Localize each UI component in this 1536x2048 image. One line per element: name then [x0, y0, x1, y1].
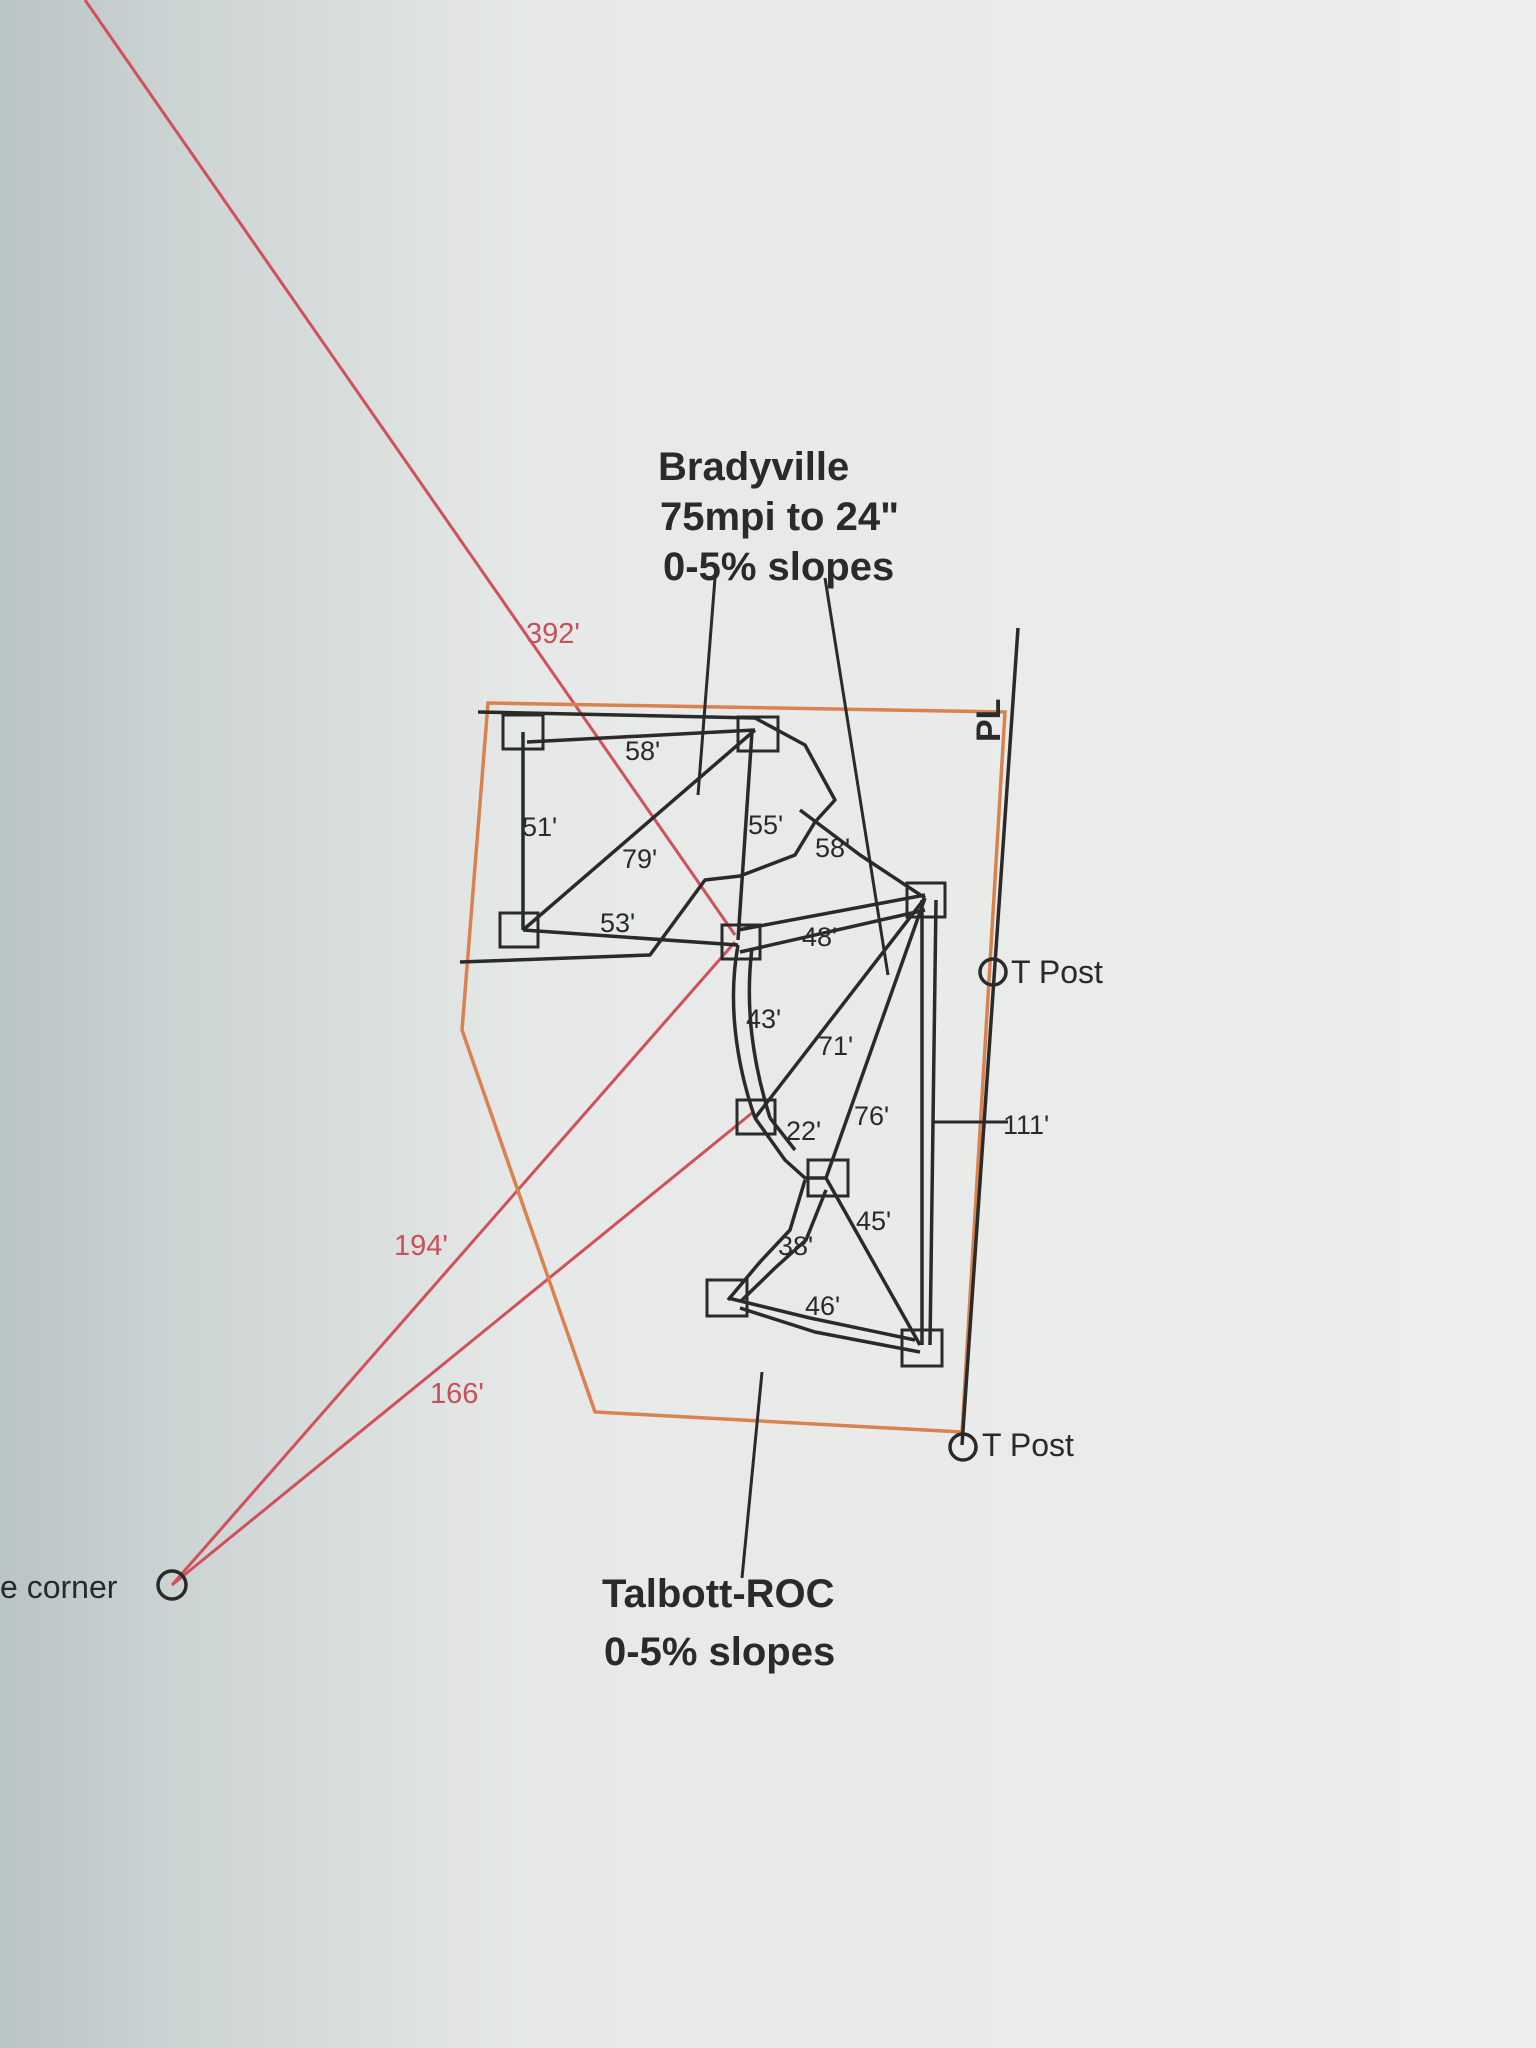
property-line-label: PL — [970, 699, 1008, 742]
dimension-71: 71' — [818, 1031, 853, 1061]
trench-48b — [739, 908, 926, 954]
trench-58-east — [798, 808, 926, 900]
trench-46b — [739, 1306, 921, 1354]
trench-45 — [824, 1177, 922, 1346]
leader-bradyville-1 — [696, 577, 717, 796]
survey-point-icon — [978, 957, 1008, 987]
bradyville-line-2: 75mpi to 24" — [660, 495, 899, 539]
red-dimension-392: 392' — [526, 618, 580, 650]
trench-71 — [753, 896, 927, 1120]
survey-points — [156, 957, 1008, 1601]
bradyville-line-1: Bradyville — [658, 445, 849, 489]
trench-48a — [737, 893, 926, 932]
reference-line-194 — [170, 941, 737, 1586]
corner-label: e corner — [0, 1569, 118, 1605]
stake-square-icon — [498, 911, 540, 949]
trench-38b — [738, 1189, 828, 1304]
property-boundary — [460, 701, 1007, 1434]
dimension-79: 79' — [622, 844, 657, 874]
survey-point-icon — [156, 1569, 188, 1601]
reference-line-392 — [83, 0, 737, 936]
reference-lines — [83, 0, 753, 1587]
stake-square-icon — [735, 1098, 777, 1136]
stake-square-icon — [501, 713, 545, 751]
talbott-line-2: 0-5% slopes — [604, 1630, 835, 1674]
red-dimension-166: 166' — [430, 1378, 484, 1410]
leader-lines — [696, 577, 890, 1579]
dimension-58-east: 58' — [815, 833, 850, 863]
stake-square-icon — [806, 1158, 850, 1198]
dimension-48: 48' — [802, 922, 837, 952]
stake-square-icon — [900, 1328, 944, 1368]
dimension-45: 45' — [856, 1206, 891, 1236]
trench-55 — [736, 731, 754, 941]
dimension-43: 43' — [746, 1004, 781, 1034]
upper-trench-loop — [459, 710, 837, 964]
dimension-76: 76' — [854, 1101, 889, 1131]
stake-square-icon — [720, 923, 762, 961]
dimension-22: 22' — [786, 1116, 821, 1146]
dimension-55: 55' — [748, 810, 783, 840]
trench-43a — [731, 944, 757, 1119]
leader-talbott — [740, 1371, 764, 1579]
dimension-51: 51' — [522, 812, 557, 842]
t-post-lower-label: T Post — [982, 1427, 1074, 1463]
dimension-111: 111' — [1003, 1110, 1049, 1140]
dimension-53: 53' — [600, 908, 635, 938]
property-line — [960, 627, 1020, 1446]
dimension-38: 38' — [778, 1231, 813, 1261]
bradyville-line-3: 0-5% slopes — [663, 545, 894, 589]
stake-square-icon — [736, 715, 780, 753]
trench-22b — [753, 1116, 826, 1180]
trench-53 — [522, 928, 739, 947]
reference-line-166 — [171, 1111, 753, 1587]
trench-79 — [521, 728, 757, 932]
stakes — [498, 713, 947, 1368]
stake-square-icon — [705, 1278, 749, 1318]
trench-43b — [747, 947, 772, 1119]
trench-east-b — [928, 899, 938, 1346]
dimension-46: 46' — [805, 1291, 840, 1321]
leader-bradyville-2 — [823, 577, 890, 976]
trench-58 — [526, 728, 756, 744]
t-post-upper-label: T Post — [1011, 954, 1103, 990]
red-dimension-194: 194' — [394, 1230, 448, 1262]
talbott-line-1: Talbott-ROC — [602, 1572, 835, 1616]
stake-square-icon — [905, 881, 947, 919]
survey-point-icon — [948, 1432, 978, 1462]
trench-lines — [459, 710, 938, 1354]
trench-76 — [824, 897, 927, 1179]
dimension-58-top: 58' — [625, 736, 660, 766]
trench-46a — [727, 1296, 916, 1342]
